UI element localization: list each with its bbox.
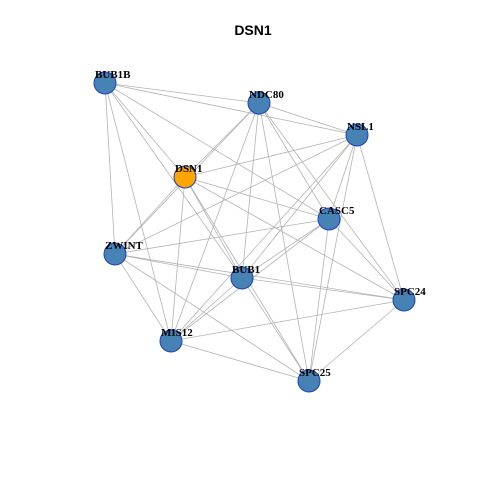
- edge-nsl1-dsn1: [184, 134, 358, 178]
- edge-ndc80-spc25: [258, 102, 310, 382]
- edge-ndc80-bub1: [241, 102, 260, 279]
- node-bub1: [230, 266, 254, 290]
- edge-casc5-bub1: [241, 218, 330, 279]
- node-label-ndc80: NDC80: [249, 89, 284, 101]
- node-bub1b: [93, 71, 117, 95]
- edge-nsl1-zwint: [114, 134, 358, 255]
- graph-title: DSN1: [234, 22, 272, 38]
- node-nsl1: [345, 123, 369, 147]
- edge-dsn1-spc24: [184, 176, 405, 301]
- edge-ndc80-dsn1: [184, 102, 260, 178]
- edge-nsl1-mis12: [170, 134, 358, 342]
- node-label-nsl1: NSL1: [347, 121, 374, 133]
- node-casc5: [317, 207, 341, 231]
- edge-bub1b-casc5: [104, 82, 330, 220]
- edge-bub1b-mis12: [104, 82, 172, 342]
- node-dsn1: [173, 165, 197, 189]
- node-ndc80: [247, 91, 271, 115]
- edge-ndc80-nsl1: [258, 102, 358, 136]
- edge-bub1-spc25: [241, 277, 310, 382]
- edges-layer: [104, 82, 405, 382]
- edge-zwint-mis12: [114, 253, 172, 342]
- node-label-zwint: ZWINT: [105, 240, 144, 252]
- node-spc24: [392, 288, 416, 312]
- edge-bub1b-bub1: [104, 82, 243, 279]
- edge-ndc80-casc5: [258, 102, 330, 220]
- edge-bub1b-zwint: [104, 82, 116, 255]
- edge-zwint-spc24: [114, 253, 405, 301]
- node-label-dsn1: DSN1: [175, 163, 203, 175]
- edge-dsn1-mis12: [170, 176, 186, 342]
- edge-nsl1-casc5: [328, 134, 358, 220]
- node-spc25: [297, 369, 321, 393]
- edge-spc24-mis12: [170, 299, 405, 342]
- nodes-layer: [93, 71, 416, 393]
- edge-ndc80-spc24: [258, 102, 405, 301]
- node-mis12: [159, 329, 183, 353]
- node-zwint: [103, 242, 127, 266]
- edge-nsl1-spc24: [356, 134, 405, 301]
- node-label-bub1b: BUB1B: [95, 69, 131, 81]
- edge-bub1-mis12: [170, 277, 243, 342]
- edge-spc24-spc25: [308, 299, 405, 382]
- edge-nsl1-spc25: [308, 134, 358, 382]
- edge-bub1b-ndc80: [104, 82, 260, 104]
- edge-mis12-spc25: [170, 340, 310, 382]
- edge-bub1-spc24: [241, 277, 405, 301]
- node-label-spc25: SPC25: [299, 367, 331, 379]
- edge-dsn1-bub1: [184, 176, 243, 279]
- edge-zwint-spc25: [114, 253, 310, 382]
- node-label-casc5: CASC5: [319, 205, 355, 217]
- edge-ndc80-mis12: [170, 102, 260, 342]
- edge-bub1b-dsn1: [104, 82, 186, 178]
- node-label-mis12: MIS12: [161, 327, 193, 339]
- edge-dsn1-casc5: [184, 176, 330, 220]
- edge-casc5-spc24: [328, 218, 405, 301]
- node-label-bub1: BUB1: [232, 264, 260, 276]
- edge-dsn1-zwint: [114, 176, 186, 255]
- edge-casc5-spc25: [308, 218, 330, 382]
- edge-zwint-bub1: [114, 253, 243, 279]
- edge-nsl1-bub1: [241, 134, 358, 279]
- node-label-spc24: SPC24: [394, 286, 426, 298]
- edge-casc5-zwint: [114, 218, 330, 255]
- edge-bub1b-nsl1: [104, 82, 358, 136]
